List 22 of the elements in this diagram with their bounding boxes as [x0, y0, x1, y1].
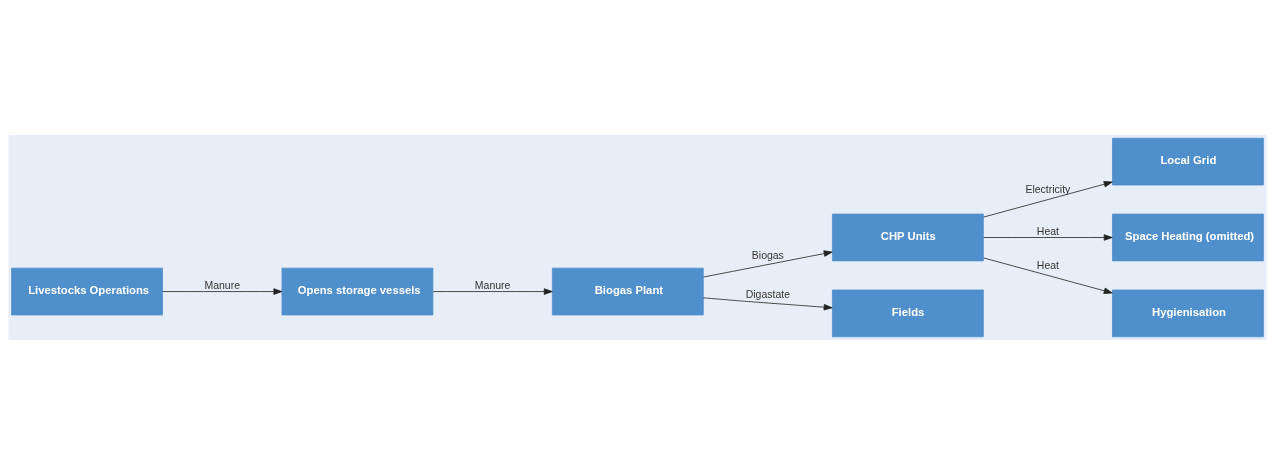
node-box: Local Grid [1112, 137, 1264, 186]
node-box: Biogas Plant [551, 267, 704, 316]
edge-label: Heat [1036, 259, 1059, 271]
arrow [983, 234, 1113, 241]
edge-label: Manure [204, 279, 241, 291]
node-box: CHP Units [832, 213, 984, 262]
edge-label: Electricity [1025, 183, 1071, 195]
edge-label: Heat [1036, 225, 1059, 237]
edge-label: Digastate [745, 289, 790, 301]
arrow [702, 297, 833, 311]
node-box: Hygienisation [1112, 289, 1264, 338]
arrow [983, 257, 1113, 294]
node-box: Opens storage vessels [281, 267, 434, 316]
node-box: Fields [832, 289, 984, 338]
edge-label: Manure [474, 279, 511, 291]
edge-label: Biogas [751, 249, 784, 261]
arrow [983, 181, 1113, 218]
arrow [162, 288, 283, 295]
node-box: Livestocks Operations [11, 267, 163, 316]
arrow [432, 288, 553, 295]
node-box: Space Heating (omitted) [1112, 213, 1264, 262]
arrow [703, 250, 833, 278]
